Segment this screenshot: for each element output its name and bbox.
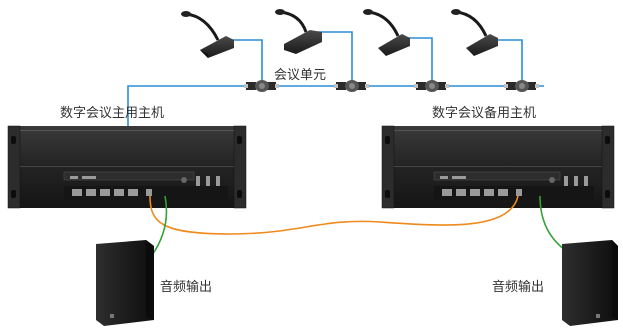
- connector-icon: [414, 80, 449, 92]
- microphone-icon: [275, 9, 322, 54]
- microphone-icon: [363, 9, 410, 56]
- connector-icon: [334, 80, 369, 92]
- mic3-cable: [406, 37, 433, 86]
- microphone-icon: [451, 9, 498, 56]
- audio-output-right-label: 音频输出: [492, 280, 545, 295]
- connector-icon: [504, 80, 539, 92]
- mic1-cable: [230, 39, 263, 86]
- microphone-icon: [181, 11, 234, 58]
- backup-host-label: 数字会议备用主机: [432, 106, 537, 121]
- conference-units-label: 会议单元: [274, 68, 327, 83]
- mic2-cable: [318, 31, 353, 86]
- primary-host-label: 数字会议主用主机: [60, 106, 165, 121]
- connector-icon: [244, 80, 279, 92]
- speaker-right-icon: [562, 240, 618, 326]
- backup-host-icon: [381, 125, 615, 209]
- primary-host-icon: [7, 125, 247, 209]
- speaker-left-icon: [96, 240, 154, 326]
- host-link-cable: [149, 195, 519, 235]
- mic4-cable: [494, 39, 523, 86]
- audio-output-left-label: 音频输出: [160, 280, 213, 295]
